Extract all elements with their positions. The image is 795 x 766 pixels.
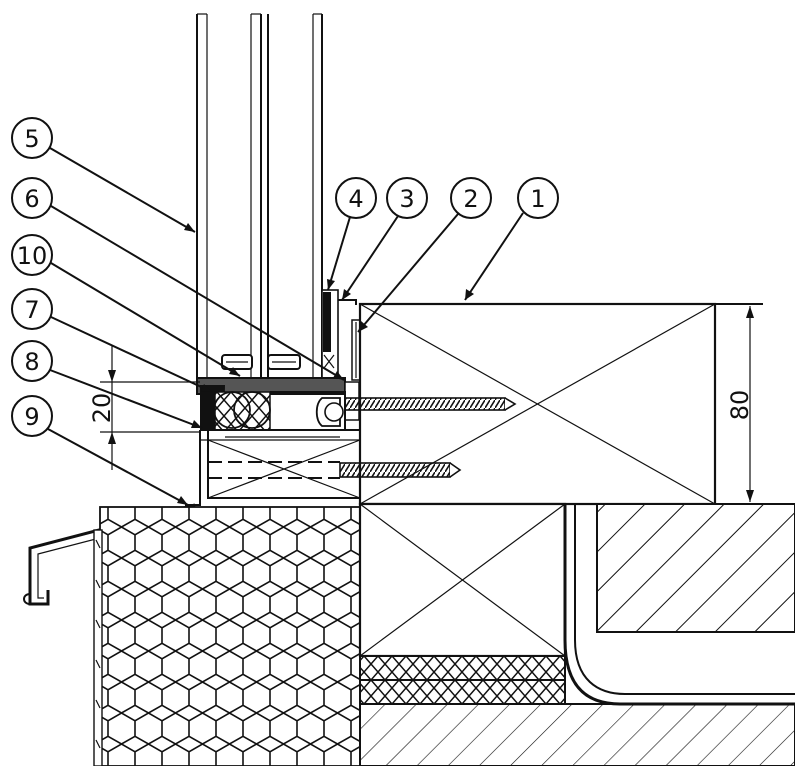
sub-frame-timber xyxy=(358,502,567,658)
callout-10: 10 xyxy=(11,234,241,377)
callout-9: 9 xyxy=(11,395,189,506)
frame-screw-upper xyxy=(344,397,517,411)
callout-label-1: 1 xyxy=(530,185,545,213)
callout-5: 5 xyxy=(11,117,196,233)
sill-seal xyxy=(185,385,361,506)
callout-2: 2 xyxy=(357,177,492,333)
dimension-sill-height: 20 xyxy=(88,345,200,470)
callout-label-5: 5 xyxy=(24,125,39,153)
dimension-label-80: 80 xyxy=(726,390,754,421)
callout-8: 8 xyxy=(11,340,203,429)
callout-label-7: 7 xyxy=(24,296,39,324)
callout-3: 3 xyxy=(341,177,428,301)
callout-label-9: 9 xyxy=(24,403,39,431)
glazing-bead xyxy=(321,289,361,386)
callout-7: 7 xyxy=(11,288,213,393)
callout-label-2: 2 xyxy=(463,185,478,213)
callout-label-10: 10 xyxy=(17,242,48,270)
callout-label-3: 3 xyxy=(399,185,414,213)
compressible-tape xyxy=(359,655,566,705)
callout-label-6: 6 xyxy=(24,185,39,213)
callout-6: 6 xyxy=(11,177,345,381)
insulation xyxy=(93,506,361,766)
callout-label-4: 4 xyxy=(348,185,363,213)
callout-1: 1 xyxy=(464,177,559,301)
dimension-label-20: 20 xyxy=(88,393,116,424)
callout-4: 4 xyxy=(327,177,377,291)
dimension-frame-height: 80 xyxy=(726,306,754,502)
callout-label-8: 8 xyxy=(24,348,39,376)
frame-screw-lower xyxy=(208,461,462,479)
glazing-unit xyxy=(196,13,323,380)
masonry-wall xyxy=(359,503,795,766)
